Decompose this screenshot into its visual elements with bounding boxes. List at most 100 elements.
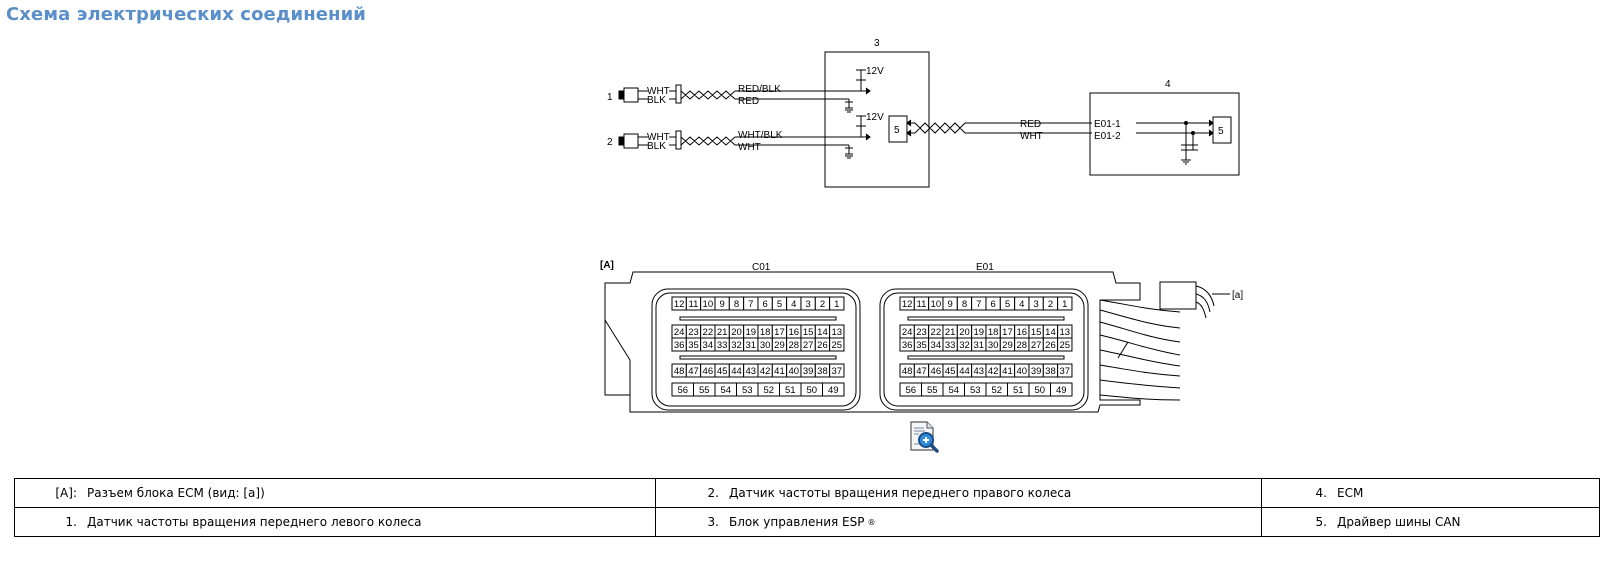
- connector-pin-label: 49: [828, 385, 839, 396]
- connector-pin-label: 33: [717, 340, 728, 351]
- legend-item-number: [A]:: [55, 486, 77, 500]
- connector-pin-label: 55: [927, 385, 938, 396]
- connector-pin-label: 52: [763, 385, 774, 396]
- connector-pin-label: 4: [791, 299, 796, 310]
- connector-view-plug: [1159, 281, 1197, 310]
- zoom-document-icon[interactable]: [907, 420, 941, 456]
- pin-e01-1-label: E01-1: [1094, 119, 1121, 130]
- connector-pin-label: 49: [1056, 385, 1067, 396]
- connector-pin-label: 56: [677, 385, 688, 396]
- connector-pin-label: 28: [789, 340, 800, 351]
- connector-pin-label: 22: [703, 327, 714, 338]
- connector-pin-label: 6: [762, 299, 767, 310]
- sensor-2-number: 2: [607, 137, 613, 148]
- connector-pin-label: 12: [674, 299, 685, 310]
- connector-pin-label: 25: [832, 340, 843, 351]
- ecm-can-driver-box: [1212, 116, 1232, 144]
- connector-housing: [604, 271, 1141, 413]
- legend-item-text: Драйвер шины CAN: [1337, 515, 1461, 529]
- connector-pin-label: 45: [945, 366, 956, 377]
- connector-pin-label: 24: [902, 327, 913, 338]
- legend-item-text: Датчик частоты вращения переднего левого…: [87, 515, 422, 529]
- connector-pin-label: 54: [720, 385, 731, 396]
- connector-pin-label: 16: [789, 327, 800, 338]
- connector-pin-label: 54: [948, 385, 959, 396]
- connector-pin-label: 10: [703, 299, 714, 310]
- connector-pin-label: 4: [1019, 299, 1024, 310]
- connector-pin-label: 2: [1048, 299, 1053, 310]
- connector-pin: [1050, 382, 1073, 397]
- connector-pin-label: 34: [931, 340, 942, 351]
- connector-pin-label: 5: [777, 299, 782, 310]
- connector-pin-label: 18: [988, 327, 999, 338]
- connector-pin-label: 31: [974, 340, 985, 351]
- connector-pin-label: 6: [990, 299, 995, 310]
- esp-unit-box: [824, 51, 930, 188]
- connector-pin-label: 35: [916, 340, 927, 351]
- connector-pin-label: 3: [805, 299, 810, 310]
- ecm-box: [1089, 92, 1240, 176]
- v12-top-label: 12V: [866, 66, 884, 77]
- can-wht-label: WHT: [1020, 131, 1043, 142]
- sensor-1-out-red-blk-label: RED/BLK: [738, 84, 781, 95]
- connector-pin-label: 56: [905, 385, 916, 396]
- legend-item-number: 2.: [707, 486, 719, 500]
- connector-pin-label: 47: [688, 366, 699, 377]
- connector-e01-label: E01: [976, 262, 994, 273]
- connector-pin-label: 32: [731, 340, 742, 351]
- legend-item-text: Разъем блока ECM (вид: [a]): [87, 486, 265, 500]
- connector-pin-label: 22: [931, 327, 942, 338]
- connector-pin-label: 11: [689, 299, 699, 310]
- connector-pin-label: 7: [748, 299, 753, 310]
- legend-cell: 5.Драйвер шины CAN: [1261, 507, 1600, 537]
- connector-pin-label: 24: [674, 327, 685, 338]
- legend-cell: 3.Блок управления ESP®: [655, 507, 1262, 537]
- connector-pin: [1057, 337, 1073, 352]
- sensor-1-blk-label: BLK: [647, 95, 666, 106]
- sensor-1-connector: [675, 84, 682, 104]
- connector-pin-label: 19: [746, 327, 757, 338]
- connector-pin-label: 32: [959, 340, 970, 351]
- connector-pin-label: 29: [774, 340, 785, 351]
- connector-pin-label: 45: [717, 366, 728, 377]
- connector-view-label: [a]: [1232, 290, 1243, 301]
- connector-pin-label: 25: [1060, 340, 1071, 351]
- connector-pin-label: 36: [902, 340, 913, 351]
- connector-pin-label: 12: [902, 299, 913, 310]
- legend-row: 1. Датчик частоты вращения переднего лево…: [14, 507, 1600, 537]
- connector-pin-label: 20: [731, 327, 742, 338]
- connector-pin-label: 43: [746, 366, 757, 377]
- connector-pin-label: 46: [703, 366, 714, 377]
- connector-pin-label: 27: [803, 340, 814, 351]
- legend-item-number: 1.: [65, 515, 77, 529]
- legend-item-text: Датчик частоты вращения переднего правог…: [729, 486, 1072, 500]
- connector-pin-label: 55: [699, 385, 710, 396]
- connector-pin-label: 43: [974, 366, 985, 377]
- e01-shell: [879, 288, 1089, 411]
- connector-pin-label: 50: [806, 385, 817, 396]
- connector-pin-label: 41: [1002, 366, 1013, 377]
- connector-pin-label: 51: [1013, 385, 1024, 396]
- connector-pin: [829, 337, 845, 352]
- connector-pin-label: 8: [734, 299, 739, 310]
- sensor-2-out-wht-blk-label: WHT/BLK: [738, 130, 783, 141]
- connector-pin-label: 39: [1031, 366, 1042, 377]
- connector-pin-label: 28: [1017, 340, 1028, 351]
- connector-pin-label: 48: [902, 366, 913, 377]
- connector-pin: [1057, 363, 1073, 378]
- connector-pin-label: 9: [948, 299, 953, 310]
- connector-pin-label: 36: [674, 340, 685, 351]
- connector-pin-label: 51: [785, 385, 796, 396]
- connector-pin-label: 26: [817, 340, 828, 351]
- connector-pin-label: 35: [688, 340, 699, 351]
- sensor-2-wht-label: WHT: [647, 132, 670, 143]
- connector-pin-label: 3: [1033, 299, 1038, 310]
- legend-cell: 1. Датчик частоты вращения переднего лево…: [14, 507, 656, 537]
- legend-row: [A]: Разъем блока ECM (вид: [a]) 2. Датчик…: [14, 478, 1600, 508]
- connector-pin-label: 53: [742, 385, 753, 396]
- ecm-number: 4: [1165, 79, 1171, 90]
- connector-pin-label: 13: [832, 327, 843, 338]
- connector-pin-label: 34: [703, 340, 714, 351]
- legend-item-number: 3.: [707, 515, 719, 529]
